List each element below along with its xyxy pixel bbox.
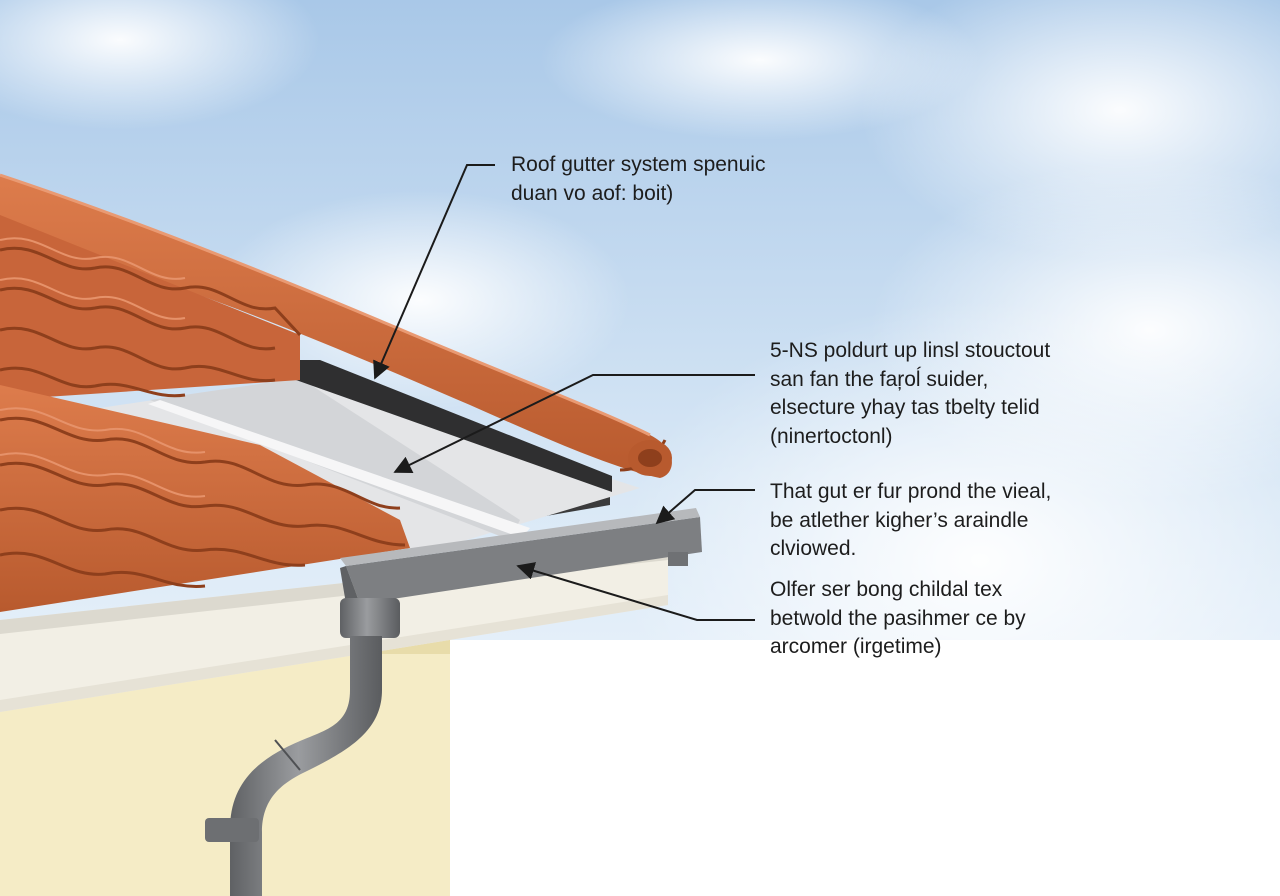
callout-arrow-icon	[393, 374, 755, 473]
callout-label-gutter-edge: That gut er fur prond the vieal, be atle…	[770, 478, 1051, 564]
downspout	[205, 598, 400, 896]
callout-line: elsecture yhay tas tbelty telid	[770, 396, 1040, 419]
callout-label-membrane: 5-NS poldurt up linsl stouctout san fan …	[770, 337, 1050, 451]
callout-arrow-icon	[516, 562, 755, 621]
callout-line: be atlether kigher’s araindle	[770, 508, 1029, 532]
callout-line: (ninertoctonl)	[770, 424, 893, 448]
callout-line: duan vo aof: boit)	[511, 181, 674, 205]
drip-edge	[296, 360, 612, 492]
upper-roof-tiles	[0, 215, 302, 400]
callout-line: clviowed.	[770, 537, 857, 560]
callout-line: betwold the pasihmer ce by	[770, 606, 1026, 630]
lower-roof-tiles	[0, 385, 410, 612]
callout-label-gutter-system: Roof gutter system spenuic duan vo aof: …	[511, 151, 765, 208]
callout-leaders	[373, 164, 755, 621]
callout-arrow-icon	[655, 489, 755, 525]
callout-line: 5-NS poldurt up linsl stouctout	[770, 339, 1051, 362]
callout-line: That gut er fur prond the vieal,	[770, 480, 1052, 503]
fascia-board	[0, 548, 668, 712]
ridge-tile	[0, 175, 672, 478]
callout-arrow-icon	[373, 164, 495, 380]
callout-line: arcomer (irgetime)	[770, 635, 942, 658]
callout-line: Olfer ser bong childal tex	[770, 578, 1003, 601]
callout-line: Roof gutter system spenuic	[511, 153, 766, 176]
callout-line: san fan the faŗoĺ suider,	[770, 367, 989, 391]
callout-label-gutter-trough: Olfer ser bong childal tex betwold the p…	[770, 576, 1026, 662]
gutter	[340, 508, 702, 604]
